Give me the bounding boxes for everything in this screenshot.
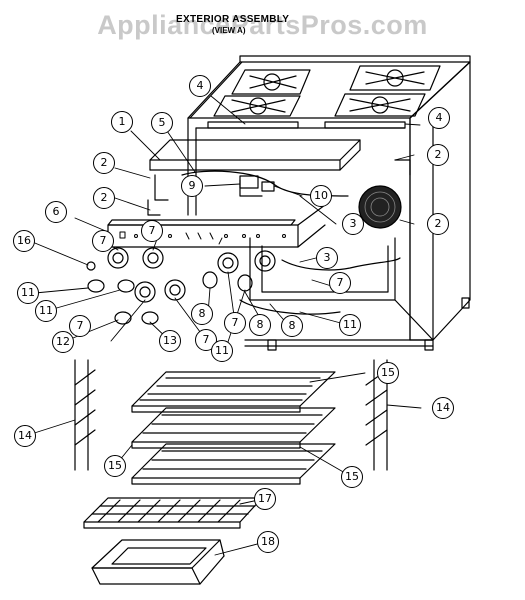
callout-2: 2 [427, 213, 449, 235]
callout-7: 7 [92, 230, 114, 252]
callout-14: 14 [432, 397, 454, 419]
diagram-subtitle: (VIEW A) [212, 26, 246, 35]
callout-3: 3 [316, 247, 338, 269]
broiler-grid [83, 497, 263, 529]
callout-12: 12 [52, 331, 74, 353]
callout-11: 11 [211, 340, 233, 362]
burner-grate-back-right [349, 65, 441, 91]
callout-15: 15 [341, 466, 363, 488]
callout-2: 2 [93, 152, 115, 174]
callout-2: 2 [427, 144, 449, 166]
callout-15: 15 [104, 455, 126, 477]
burner-grate-front-left [213, 95, 301, 117]
callout-17: 17 [254, 488, 276, 510]
control-panel-switches [119, 231, 286, 240]
callout-4: 4 [428, 107, 450, 129]
knob-handles [87, 271, 253, 325]
oven-rack-top [131, 371, 336, 413]
knob-small [86, 261, 96, 271]
range-body [187, 55, 471, 351]
burner-grate-back-left [231, 69, 311, 95]
callout-7: 7 [224, 312, 246, 334]
callout-8: 8 [281, 315, 303, 337]
callout-18: 18 [257, 531, 279, 553]
knob-row-upper [107, 247, 276, 274]
callout-9: 9 [181, 175, 203, 197]
watermark-logo: AppliancePartsPros.com [97, 10, 428, 40]
callout-16: 16 [13, 230, 35, 252]
burner-grate-front-right [334, 93, 426, 117]
callout-7: 7 [69, 315, 91, 337]
knob-row-lower [134, 279, 186, 303]
callout-6: 6 [45, 201, 67, 223]
rack-guide-left [74, 359, 96, 471]
front-trim-bar [149, 139, 361, 171]
callout-11: 11 [35, 300, 57, 322]
broiler-pan [91, 539, 225, 585]
callout-13: 13 [159, 330, 181, 352]
callout-8: 8 [191, 303, 213, 325]
callout-5: 5 [151, 112, 173, 134]
callout-8: 8 [249, 314, 271, 336]
callout-2: 2 [93, 187, 115, 209]
oven-rack-middle [131, 407, 336, 449]
callout-11: 11 [339, 314, 361, 336]
callout-7: 7 [329, 272, 351, 294]
callout-3: 3 [342, 213, 364, 235]
callout-4: 4 [189, 75, 211, 97]
side-brackets [147, 159, 411, 216]
callout-15: 15 [377, 362, 399, 384]
convection-fan [358, 185, 402, 229]
callout-7: 7 [141, 220, 163, 242]
burner-grates [207, 65, 441, 129]
callout-1: 1 [111, 111, 133, 133]
callout-10: 10 [310, 185, 332, 207]
oven-rack-bottom [131, 443, 336, 485]
diagram-title: EXTERIOR ASSEMBLY [176, 14, 290, 25]
control-panel [107, 204, 326, 248]
callout-14: 14 [14, 425, 36, 447]
oven-racks [131, 371, 336, 485]
callout-11: 11 [17, 282, 39, 304]
control-knobs [86, 247, 276, 325]
